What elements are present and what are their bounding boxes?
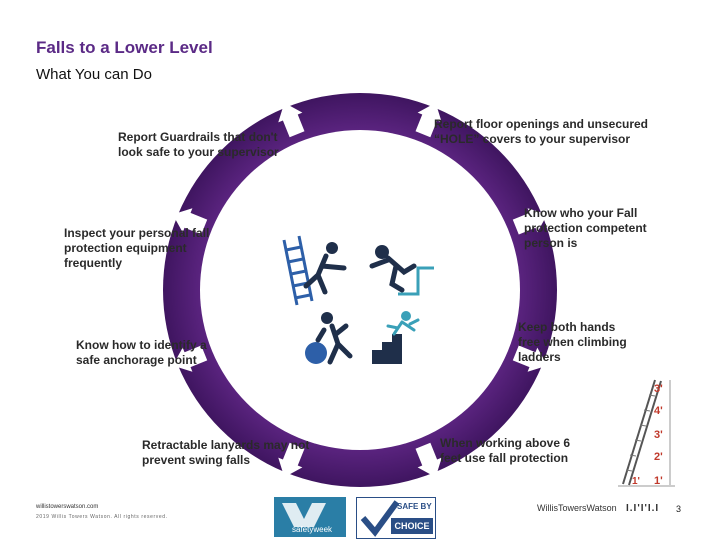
ladder-label-4: 2' bbox=[654, 451, 663, 463]
ring-inner-circle bbox=[200, 130, 520, 450]
ladder-label-6: 1' bbox=[654, 475, 663, 487]
ring-arrows bbox=[172, 102, 548, 478]
hole-fall-icon bbox=[369, 245, 434, 296]
item-floor-openings: Report floor openings and unsecured “HOL… bbox=[434, 117, 649, 146]
footer-url[interactable]: willistowerswatson.com bbox=[36, 504, 99, 510]
item-inspect-equipment: Inspect your personal fall protection eq… bbox=[64, 226, 210, 270]
falling-person-icon bbox=[305, 312, 353, 365]
ladder-label-5: 1' bbox=[632, 476, 640, 487]
ladder-angle-diagram: 3' 4' 3' 2' 1' 1' bbox=[618, 379, 675, 487]
choice-text: CHOICE bbox=[391, 518, 433, 534]
stairs-fall-icon bbox=[372, 311, 420, 364]
item-competent-person: Know who your Fall protection competent … bbox=[524, 206, 647, 250]
safety-week-badge: safetyweek bbox=[274, 497, 346, 537]
ladder-label-1: 3' bbox=[654, 383, 663, 395]
company-logo-mark: I.I'I'I.I bbox=[626, 503, 660, 514]
page-title: Falls to a Lower Level bbox=[36, 38, 213, 57]
item-above-six-feet: When working above 6 feet use fall prote… bbox=[440, 436, 571, 465]
footer-copyright: 2019 Willis Towers Watson. All rights re… bbox=[36, 514, 168, 520]
page-number: 3 bbox=[676, 504, 682, 514]
item-both-hands: Keep both hands free when climbing ladde… bbox=[518, 320, 627, 364]
safety-week-text: safetyweek bbox=[292, 525, 333, 534]
item-anchorage-point: Know how to identify a safe anchorage po… bbox=[76, 338, 207, 367]
item-guardrails: Report Guardrails that don't look safe t… bbox=[118, 130, 279, 159]
page-subtitle: What You can Do bbox=[36, 66, 152, 83]
checkmark-icon bbox=[360, 500, 399, 537]
item-retractable-lanyards: Retractable lanyards may not prevent swi… bbox=[142, 438, 310, 467]
safe-by-choice-badge: SAFE BY CHOICE bbox=[356, 497, 436, 539]
ladder-label-3: 3' bbox=[654, 429, 663, 441]
ladder-fall-icon bbox=[282, 235, 347, 306]
safety-week-logo-icon bbox=[282, 503, 326, 527]
safe-by-text: SAFE BY bbox=[397, 502, 432, 511]
company-brand: WillisTowersWatson bbox=[537, 503, 617, 513]
ladder-label-2: 4' bbox=[654, 405, 663, 417]
